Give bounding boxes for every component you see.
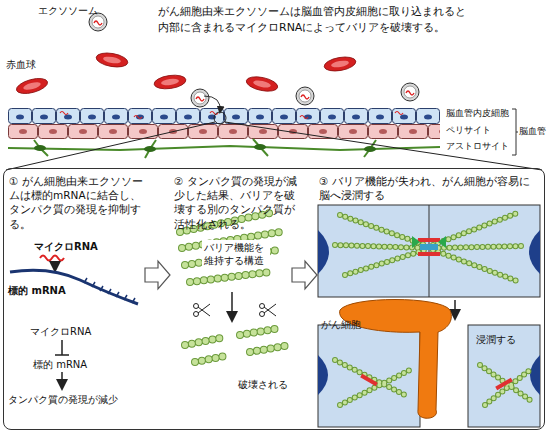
layer-label: アストロサイト: [446, 141, 509, 153]
step-text: ② タンパク質の発現が減少した結果、バリアを破壊する別のタンパク質が活性化される…: [174, 174, 300, 231]
action-label: 浸潤する: [476, 333, 516, 346]
molecule-label: マイクロRNA: [34, 240, 98, 253]
molecule-label: マイクロRNA: [30, 325, 91, 338]
cell-label: がん細胞: [321, 318, 361, 331]
molecule-label: 標的 mRNA: [8, 284, 66, 297]
panel-box: ① がん細胞由来エクソソームは標的mRNAに結合し、タンパク質の発現を抑制する。…: [3, 168, 545, 430]
result-label: タンパク質の発現が減少: [8, 393, 118, 406]
result-label: 破壊される: [238, 378, 288, 391]
exosome-label: エクソソーム: [38, 4, 98, 17]
step-text: ③ バリア機能が失われ、がん細胞が容易に脳へ浸潤する: [319, 174, 537, 202]
layer-label: ペリサイト: [446, 125, 491, 137]
rbc-label: 赤血球: [6, 58, 36, 71]
structure-label: バリア機能を維持する構造: [202, 240, 270, 268]
bracket-label: 脳血管: [519, 126, 546, 138]
step-text: ① がん細胞由来エクソソームは標的mRNAに結合し、タンパク質の発現を抑制する。: [9, 174, 151, 231]
diagram-title: がん細胞由来エクソソームは脳血管内皮細胞に取り込まれると 内部に含まれるマイクロ…: [158, 4, 458, 36]
layer-label: 脳血管内皮細胞: [446, 108, 509, 120]
molecule-label: 標的 mRNA: [33, 358, 87, 371]
